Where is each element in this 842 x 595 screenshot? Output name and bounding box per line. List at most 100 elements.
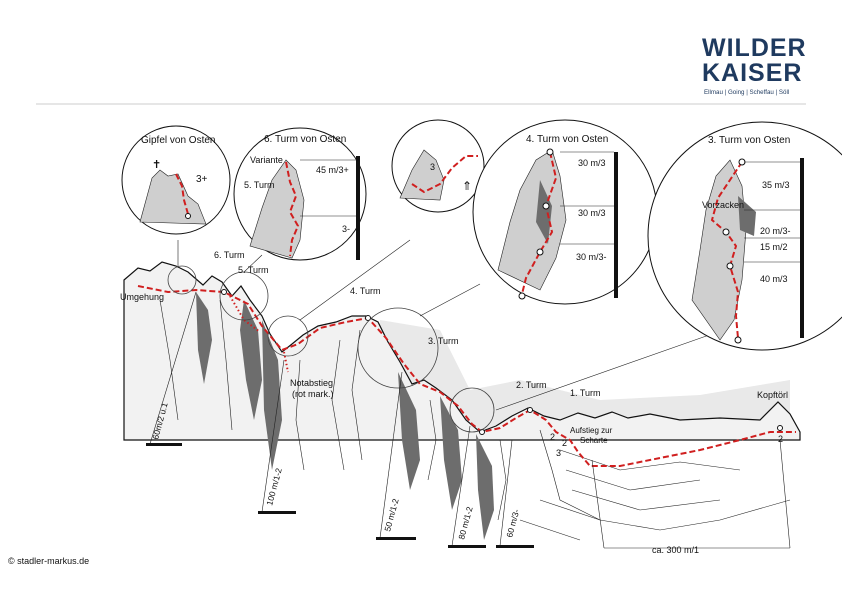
panel-tower6: 6. Turm von Osten Variante 5. Turm 45 m/…: [233, 127, 367, 261]
panel-tower4-pitch-3: 30 m/3-: [576, 252, 607, 262]
wall-label-6: ca. 300 m/1: [652, 545, 699, 555]
flank-lines: [159, 299, 791, 531]
panel-tower3-pitch-3: 15 m/2: [760, 242, 788, 252]
panel-tower4-pitch-1: 30 m/3: [578, 158, 606, 168]
label-notabstieg-note: (rot mark.): [292, 389, 334, 399]
panel-summit-rock: [139, 169, 207, 225]
belay-4: [365, 315, 371, 321]
wall-label-2: 100 m/1-2: [264, 467, 284, 507]
panel-tower4-belay-1: [546, 148, 554, 156]
panel-tower3-pitch-1: 35 m/3: [762, 180, 790, 190]
panel-tower4: 4. Turm von Osten 30 m/3 30 m/3 30 m/3-: [472, 119, 658, 305]
rock-shade-1: [196, 292, 212, 384]
panel-tower4-shade: [536, 180, 552, 244]
wall-label-4: 80 m/1-2: [456, 505, 474, 540]
zoom-notch: [267, 315, 309, 357]
wilder-kaiser-logo: WILDER KAISER Ellmau | Going | Scheffau …: [702, 34, 807, 96]
panel-tower3-belay-4: [734, 336, 742, 344]
grade-2-a: 2: [550, 432, 555, 442]
grade-3: 3: [556, 448, 561, 458]
label-kopftoerl: Kopftörl: [757, 390, 788, 400]
summit-cross-icon: ✝: [152, 159, 161, 171]
panel-tower6-route: [285, 161, 300, 257]
panel-tower4-title: 4. Turm von Osten: [526, 134, 608, 145]
rock-shade-6: [476, 434, 494, 540]
label-turm6: 6. Turm: [214, 250, 245, 260]
panel-tower3-route: [710, 161, 743, 339]
tree-icon: ⇑: [462, 179, 472, 193]
panel-tower4-belay-2: [542, 202, 550, 210]
label-turm2: 2. Turm: [516, 380, 547, 390]
panel-tower3-vorzacken: Vorzacken: [702, 200, 744, 210]
panel-tower6-variante: Variante: [250, 155, 283, 165]
panel-tower3-shade: [738, 196, 756, 236]
wall-line-6: [591, 439, 791, 549]
panel-tower3-rock: [691, 159, 747, 341]
rock-shade-3: [262, 320, 282, 470]
panel-tower3-belay-2: [722, 228, 730, 236]
wall-line-4: [451, 425, 471, 547]
ridge-overview: [123, 239, 801, 541]
panel-tower3-title: 3. Turm von Osten: [708, 135, 790, 146]
logo-line-2: KAISER: [702, 59, 802, 87]
rock-shade-5: [440, 396, 462, 510]
zoom-summit: [167, 265, 197, 295]
wall-base-3: [376, 537, 416, 540]
ridge-silhouette: [123, 261, 801, 441]
panel-tower4-rock: [497, 149, 567, 291]
route-descent: [229, 295, 289, 373]
wall-base-4: [448, 545, 486, 548]
overview-labels: 6. Turm 5. Turm Umgehung 4. Turm 3. Turm…: [120, 250, 788, 458]
route-ridge: [137, 285, 796, 467]
wall-label-5: 60 m/3-: [504, 508, 521, 539]
belay-kopftoerl: [777, 425, 783, 431]
rock-shade-2: [240, 300, 262, 420]
wall-line-3: [379, 371, 403, 539]
panel-tower4-route: [521, 151, 558, 295]
rock-shade-4: [398, 372, 420, 490]
grade-2-b: 2: [562, 438, 567, 448]
copyright-note: © stadler-markus.de: [8, 556, 90, 566]
panel-summit-grade: 3+: [196, 174, 208, 185]
panel-notch-route: [411, 155, 478, 194]
logo-line-1: WILDER: [702, 34, 807, 62]
label-umgehung: Umgehung: [120, 292, 164, 302]
belay-6: [221, 289, 227, 295]
panel-tower6-pitch-2: 3-: [342, 224, 350, 234]
zoom-tower4: [357, 307, 439, 389]
panel-tower3-pitch-2: 20 m/3-: [760, 226, 791, 236]
panel-tower4-belay-3: [536, 248, 544, 256]
panel-tower6-title: 6. Turm von Osten: [264, 134, 346, 145]
panel-notch-grade: 3: [430, 162, 435, 172]
sky-haze: [380, 320, 790, 430]
panel-tower6-pitch-1: 45 m/3+: [316, 165, 349, 175]
wall-label-3: 50 m/1-2: [382, 497, 400, 532]
wall-base-5: [496, 545, 534, 548]
label-aufstieg-2: Scharte: [580, 436, 608, 445]
grade-2-c: 2: [778, 434, 783, 444]
panel-tower3-pitch-4: 40 m/3: [760, 274, 788, 284]
panel-tower6-scale: [356, 156, 360, 260]
label-turm3: 3. Turm: [428, 336, 459, 346]
panel-summit-title: Gipfel von Osten: [141, 135, 215, 146]
wall-line-5: [499, 439, 513, 547]
panel-tower3: 3. Turm von Osten 35 m/3 20 m/3- 15 m/2 …: [647, 121, 842, 351]
label-turm5: 5. Turm: [238, 265, 269, 275]
label-turm1: 1. Turm: [570, 388, 601, 398]
panel-tower4-belay-4: [518, 292, 526, 300]
leader-lines: [177, 239, 713, 411]
wall-line-2: [261, 359, 285, 513]
wall-base-2: [258, 511, 296, 514]
panel-summit-route: [175, 173, 189, 215]
panel-tower4-scale: [614, 152, 618, 298]
wall-base-1: [146, 443, 182, 446]
label-aufstieg-1: Aufstieg zur: [570, 426, 613, 435]
panel-notch-rock: [399, 149, 445, 201]
panel-tower6-tower5: 5. Turm: [244, 180, 275, 190]
panel-notch: 3 ⇑: [391, 119, 485, 213]
logo-villages: Ellmau | Going | Scheffau | Söll: [704, 89, 789, 96]
panel-tower4-pitch-2: 30 m/3: [578, 208, 606, 218]
label-notabstieg: Notabstieg: [290, 378, 333, 388]
panel-summit: Gipfel von Osten 3+ ✝: [121, 125, 231, 235]
